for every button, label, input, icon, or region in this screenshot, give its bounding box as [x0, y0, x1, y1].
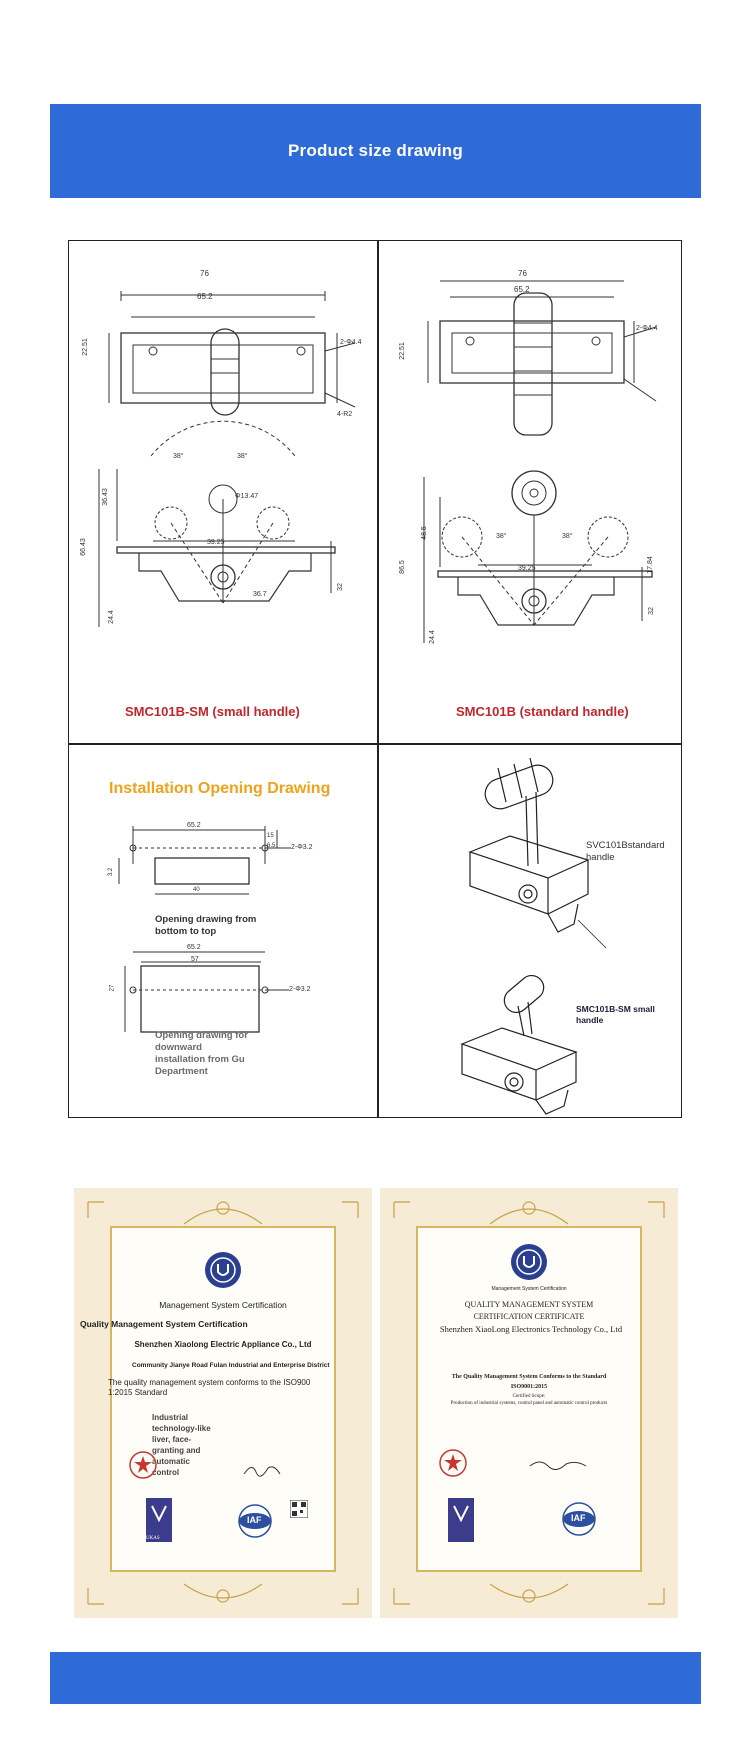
left-cert-company: Shenzhen Xiaolong Electric Appliance Co.…	[134, 1340, 312, 1349]
qr-code-icon	[290, 1500, 308, 1518]
dim-36-43: 36.43	[101, 488, 109, 506]
certificate-left-border-ornament	[87, 1201, 359, 1605]
right-cert-title-1: QUALITY MANAGEMENT SYSTEM	[464, 1300, 594, 1309]
dim-2-phi-4-4: 2-Φ4.4	[340, 339, 362, 346]
dim-17-84: 17.84	[646, 556, 654, 574]
red-stamp-icon	[129, 1451, 157, 1479]
right-cert-heading: Management System Certification	[491, 1286, 567, 1292]
dim-2-phi-4-4-std: 2-Φ4.4	[636, 325, 658, 332]
certificate-right-paper: Management System Certification QUALITY …	[416, 1226, 642, 1572]
right-cert-title-2: CERTIFICATION CERTIFICATE	[473, 1312, 585, 1321]
opening-down-note: Opening drawing for downward installatio…	[155, 1030, 248, 1077]
dim-38-left: 38°	[173, 453, 184, 460]
dim-66-43: 66.43	[79, 538, 87, 556]
ukas-badge-icon	[146, 1498, 172, 1542]
dim-24-4-std: 24.4	[428, 630, 436, 644]
dim-22-51-std: 22.51	[398, 342, 406, 360]
handle-isometric-drawings	[460, 757, 607, 1115]
opening-dim-2-phi-3-2-b: 2-Φ3.2	[289, 986, 311, 993]
svc-standard-handle-label: SVC101Bstandard handle	[586, 840, 665, 863]
opening-dim-27: 27	[109, 984, 116, 992]
standard-handle-technical-drawing	[423, 280, 657, 643]
iaf-label: IAF	[571, 1513, 586, 1523]
dim-4-r2: 4-R2	[337, 411, 353, 418]
dim-48-5: 48.5	[420, 526, 428, 540]
right-cert-standard: ISO9001:2015	[510, 1384, 548, 1390]
dim-22-51: 22.51	[81, 338, 89, 356]
right-cert-scope: Production of industrial systems, contro…	[450, 1401, 608, 1406]
left-cert-scope: Industrial technology-like liver, face-g…	[152, 1413, 211, 1477]
certificate-left: Management System Certification Quality …	[74, 1188, 372, 1618]
opening-dim-65-2: 65.2	[187, 822, 201, 829]
installation-opening-drawing: Installation Opening Drawing 65.2 2-Φ3.2…	[69, 744, 377, 1118]
iaf-badge-icon	[562, 1502, 596, 1536]
drawing-standard-handle: 76 65.2 22.51 2-Φ4.4 38° 38° 86.5 48.5 1…	[378, 241, 683, 743]
standard-handle-caption: SMC101B (standard handle)	[456, 704, 629, 719]
dim-38-right-std: 38°	[562, 533, 573, 540]
right-cert-company: Shenzhen XiaoLong Electronics Technology…	[439, 1324, 623, 1334]
grid-divider-vertical	[377, 241, 379, 1117]
opening-dim-2-phi-3-2: 2-Φ3.2	[291, 844, 313, 851]
certificate-right: Management System Certification QUALITY …	[380, 1188, 678, 1618]
opening-dimension-drawing	[118, 826, 291, 1033]
dim-phi-13-47: Φ13.47	[235, 493, 259, 500]
dim-38-right: 38°	[237, 453, 248, 460]
ukas-label: UKAS	[146, 1536, 160, 1541]
dim-32-std: 32	[647, 607, 655, 615]
left-cert-address: Community Jianye Road Fulan Industrial a…	[132, 1362, 330, 1369]
certificate-left-paper: Management System Certification Quality …	[80, 1226, 336, 1572]
iaf-label: IAF	[247, 1515, 262, 1525]
small-handle-caption: SMC101B-SM (small handle)	[125, 704, 300, 719]
certificate-right-border-ornament	[393, 1201, 665, 1605]
dim-39-25-std: 39.25	[518, 565, 536, 572]
small-handle-technical-drawing	[98, 291, 356, 627]
grid-divider-horizontal	[69, 743, 681, 745]
left-cert-heading: Management System Certification	[159, 1300, 287, 1310]
opening-dim-15: 15	[267, 833, 274, 839]
dim-65-2-std: 65.2	[514, 285, 530, 294]
ukas-badge-icon	[448, 1498, 474, 1542]
left-cert-subheading: Quality Management System Certification	[80, 1319, 248, 1329]
dim-24-4: 24.4	[107, 610, 115, 624]
product-illustrations: SVC101Bstandard handle SMC101B-SM small …	[378, 744, 683, 1118]
drawing-grid: 76 65.2 22.51 2-Φ4.4 4-R2 38° 38° Φ13.47…	[68, 240, 682, 1118]
section-title: Product size drawing	[288, 141, 463, 160]
drawing-small-handle: 76 65.2 22.51 2-Φ4.4 4-R2 38° 38° Φ13.47…	[69, 241, 377, 743]
dim-39-25: 39.25	[207, 539, 225, 546]
section-title-banner: Product size drawing	[50, 104, 701, 198]
dim-65-2: 65.2	[197, 292, 213, 301]
opening-dim-57: 57	[191, 956, 199, 963]
signature-icon	[529, 1461, 587, 1470]
footer-banner	[50, 1652, 701, 1704]
dim-32: 32	[336, 583, 344, 591]
dim-76: 76	[200, 269, 209, 278]
right-cert-conform: The Quality Management System Conforms t…	[451, 1374, 607, 1380]
certification-seal-icon	[511, 1244, 547, 1280]
opening-bottom-note: Opening drawing from bottom to top	[155, 914, 257, 937]
opening-dim-65-2-b: 65.2	[187, 944, 201, 951]
dim-36-7: 36.7	[253, 591, 267, 598]
iaf-badge-icon	[238, 1504, 272, 1538]
dim-76-std: 76	[518, 269, 527, 278]
opening-dim-40: 40	[193, 887, 200, 893]
dim-38-left-std: 38°	[496, 533, 507, 540]
certification-seal-icon	[205, 1252, 241, 1288]
dim-86-5: 86.5	[398, 560, 406, 574]
right-cert-scope-label: Certified Scope:	[512, 1394, 546, 1399]
red-stamp-icon	[439, 1449, 467, 1477]
installation-title: Installation Opening Drawing	[109, 780, 331, 797]
sm-small-handle-label: SMC101B-SM small handle	[576, 1004, 655, 1025]
signature-icon	[243, 1466, 281, 1477]
opening-dim-6-5: 6.5	[267, 843, 276, 849]
left-cert-conform: The quality management system conforms t…	[108, 1378, 311, 1397]
opening-dim-3-2: 3.2	[108, 867, 115, 877]
